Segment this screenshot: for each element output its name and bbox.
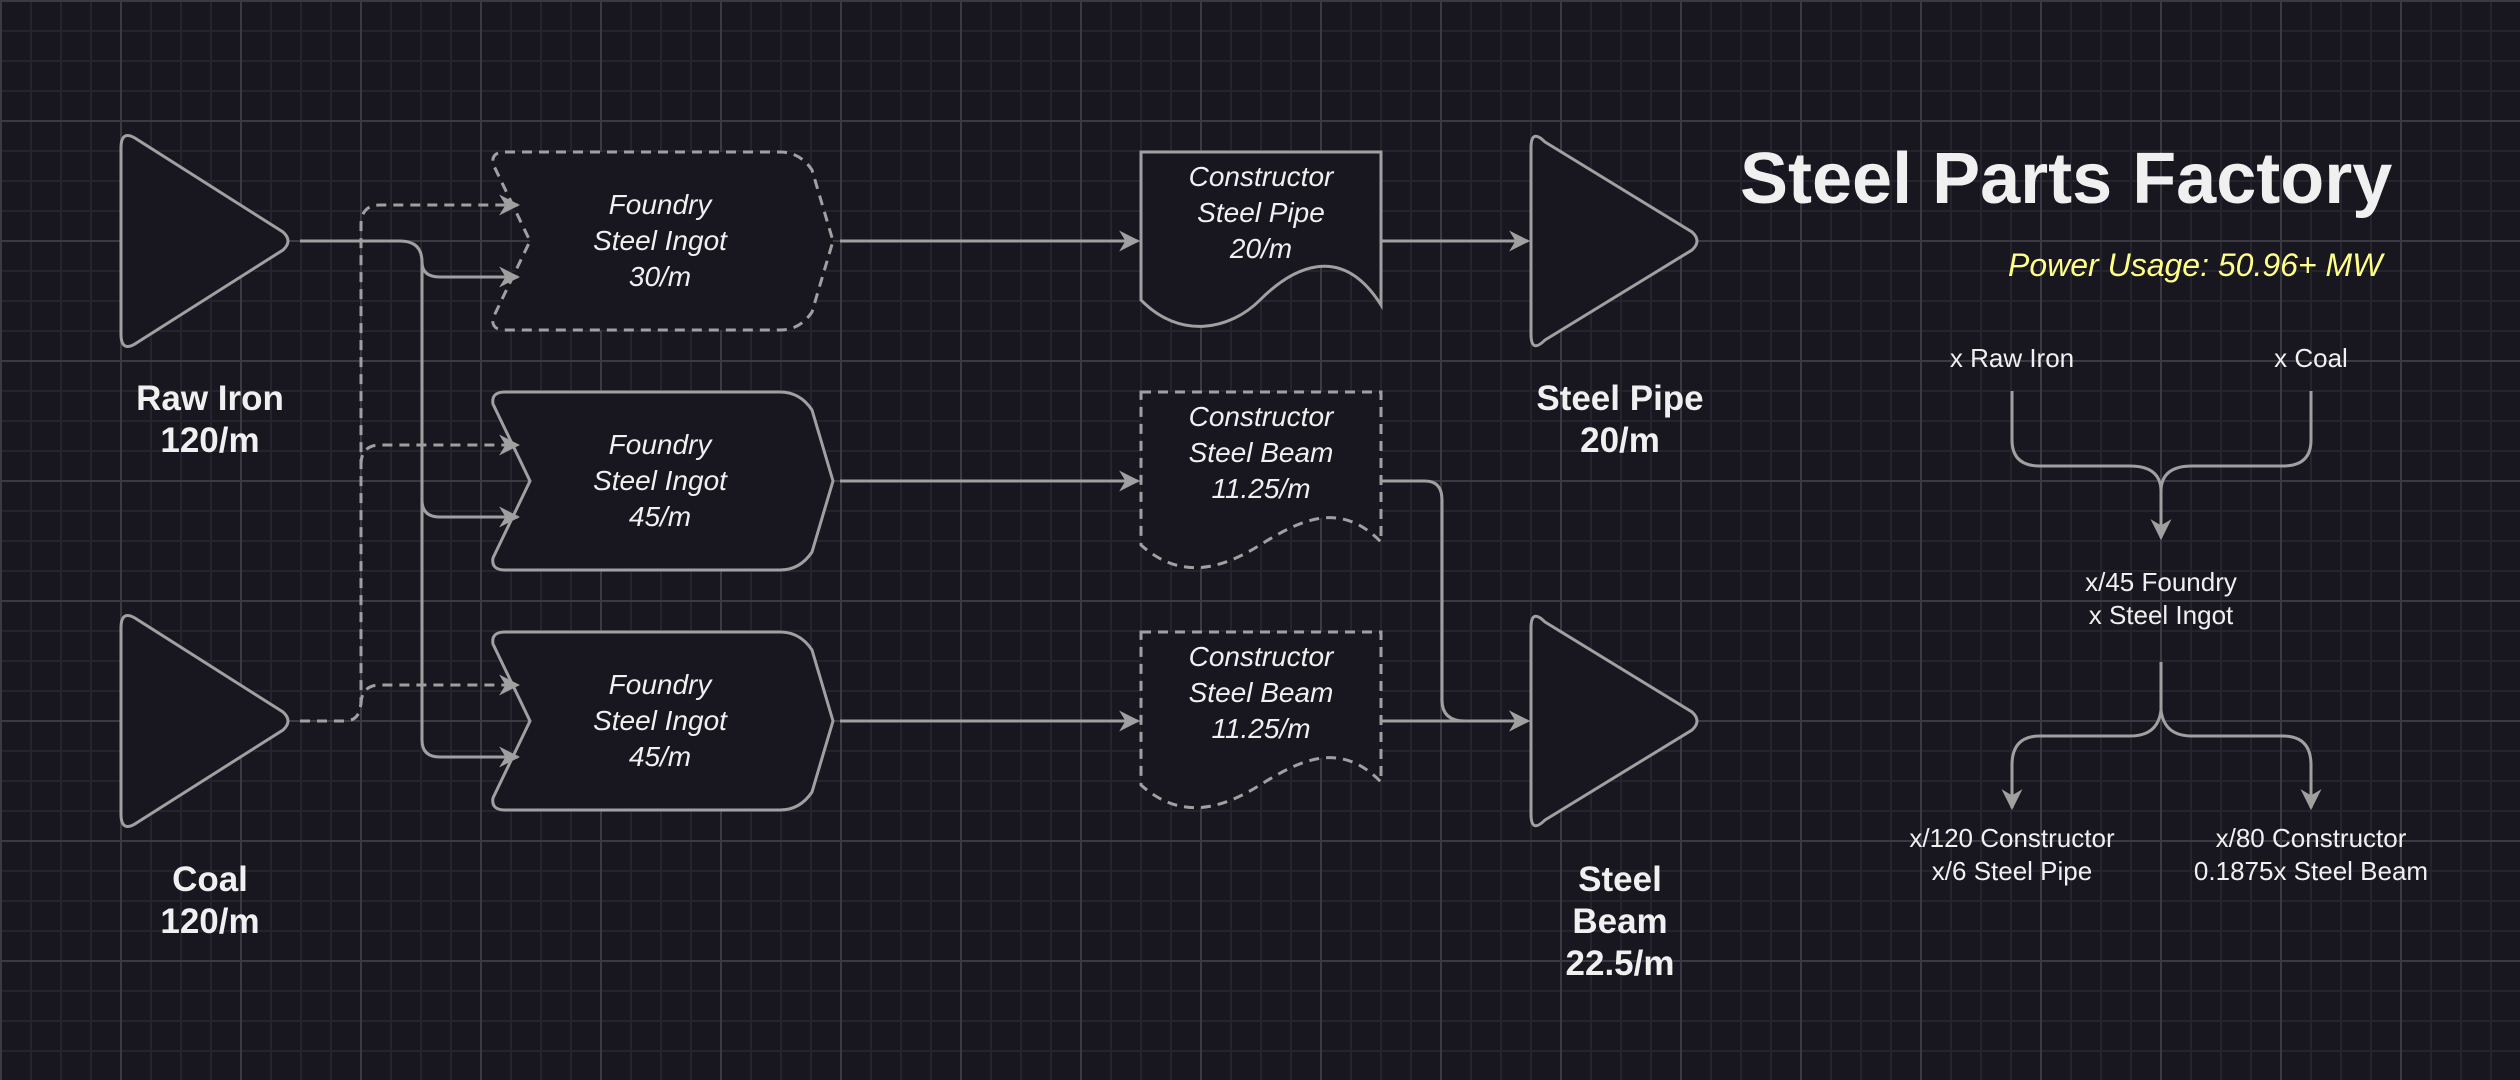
connector-coal-to-foundry-1[interactable]	[300, 194, 521, 723]
foundry-1-text: Foundry Steel Ingot 30/m	[560, 187, 760, 295]
constructor-1-product: Steel Pipe	[1197, 197, 1325, 228]
foundry-3-rate: 45/m	[628, 741, 692, 772]
legend-foundry: x/45 Foundry x Steel Ingot	[2041, 566, 2281, 632]
output-steel-pipe-rate: 20/m	[1580, 421, 1660, 460]
output-steel-beam-rate: 22.5/m	[1565, 944, 1675, 983]
constructor-node-2[interactable]	[1139, 390, 1383, 569]
output-steel-beam-label: Steel Beam 22.5/m	[1520, 859, 1720, 985]
input-raw-iron-label: Raw Iron 120/m	[110, 378, 310, 462]
legend-connector-coal	[2159, 391, 2313, 491]
page-title: Steel Parts Factory	[1740, 139, 2393, 219]
legend-foundry-line-1: x/45 Foundry	[2085, 567, 2237, 597]
constructor-1-rate: 20/m	[1229, 233, 1293, 264]
constructor-1-text: Constructor Steel Pipe 20/m	[1161, 159, 1361, 267]
foundry-2-machine: Foundry	[608, 429, 712, 460]
output-steel-beam-triangle[interactable]	[1529, 614, 1699, 828]
constructor-3-machine: Constructor	[1188, 641, 1334, 672]
foundry-node-1[interactable]	[491, 150, 835, 332]
input-coal-triangle[interactable]	[119, 614, 290, 828]
foundry-node-3[interactable]	[491, 630, 835, 812]
power-usage: Power Usage: 50.96+ MW	[2008, 247, 2383, 283]
connector-raw-iron-to-foundry-3[interactable]	[420, 500, 521, 768]
input-raw-iron-name: Raw Iron	[136, 379, 284, 418]
foundry-3-product: Steel Ingot	[593, 705, 727, 736]
foundry-2-text: Foundry Steel Ingot 45/m	[560, 427, 760, 535]
constructor-node-1[interactable]	[1139, 150, 1383, 328]
constructor-1-machine: Constructor	[1188, 161, 1334, 192]
legend-output-pipe: x/120 Constructor x/6 Steel Pipe	[1872, 822, 2152, 888]
legend-output-pipe-line-2: x/6 Steel Pipe	[1931, 856, 2093, 886]
output-steel-pipe-triangle[interactable]	[1529, 134, 1699, 348]
constructor-3-text: Constructor Steel Beam 11.25/m	[1161, 639, 1361, 747]
connector-coal-to-foundry-3[interactable]	[359, 674, 521, 706]
input-raw-iron-triangle[interactable]	[119, 134, 290, 348]
foundry-2-product: Steel Ingot	[593, 465, 727, 496]
legend-output-beam-line-1: x/80 Constructor	[2215, 823, 2407, 853]
legend-connector-raw-iron	[2010, 391, 2163, 491]
constructor-3-rate: 11.25/m	[1211, 713, 1311, 744]
output-steel-pipe-label: Steel Pipe 20/m	[1520, 378, 1720, 462]
legend-connector-to-beam	[2159, 709, 2322, 811]
legend-output-beam-line-2: 0.1875x Steel Beam	[2193, 856, 2429, 886]
foundry-1-rate: 30/m	[628, 261, 692, 292]
foundry-1-machine: Foundry	[608, 189, 712, 220]
input-raw-iron-rate: 120/m	[160, 421, 260, 460]
legend-foundry-line-2: x Steel Ingot	[2088, 600, 2234, 630]
constructor-2-text: Constructor Steel Beam 11.25/m	[1161, 399, 1361, 507]
constructor-2-product: Steel Beam	[1188, 437, 1334, 468]
connector-constructor-2-to-steel-beam[interactable]	[1381, 479, 1531, 732]
constructor-3-product: Steel Beam	[1188, 677, 1334, 708]
connector-coal-to-foundry-2[interactable]	[359, 434, 521, 466]
legend-output-pipe-line-1: x/120 Constructor	[1909, 823, 2115, 853]
legend-input-raw-iron: x Raw Iron	[1949, 343, 2075, 373]
foundry-3-machine: Foundry	[608, 669, 712, 700]
legend-output-beam: x/80 Constructor 0.1875x Steel Beam	[2161, 822, 2461, 888]
constructor-node-3[interactable]	[1139, 630, 1383, 809]
foundry-3-text: Foundry Steel Ingot 45/m	[560, 667, 760, 775]
output-steel-beam-name-2: Beam	[1572, 902, 1668, 941]
legend-input-coal: x Coal	[2274, 343, 2348, 373]
foundry-node-2[interactable]	[491, 390, 835, 572]
input-coal-name: Coal	[172, 860, 248, 899]
connector-raw-iron-to-foundry-1[interactable]	[300, 239, 521, 288]
input-coal-rate: 120/m	[160, 902, 260, 941]
constructor-2-machine: Constructor	[1188, 401, 1334, 432]
foundry-1-product: Steel Ingot	[593, 225, 727, 256]
output-steel-pipe-name: Steel Pipe	[1536, 379, 1704, 418]
input-coal-label: Coal 120/m	[110, 859, 310, 943]
output-steel-beam-name-1: Steel	[1578, 860, 1662, 899]
legend-connector-to-pipe	[2001, 709, 2163, 811]
foundry-2-rate: 45/m	[628, 501, 692, 532]
constructor-2-rate: 11.25/m	[1211, 473, 1311, 504]
